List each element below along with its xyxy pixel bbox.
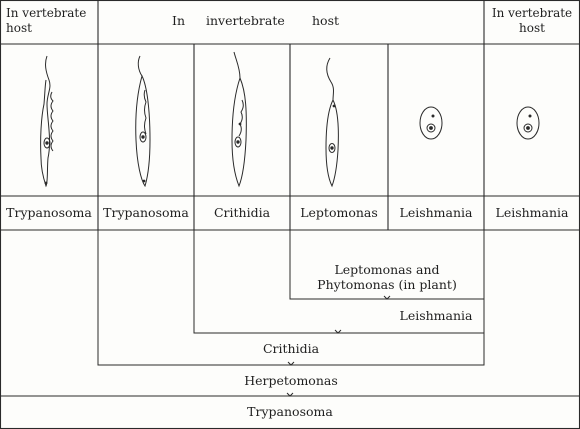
trypanosome-form-icon	[41, 56, 53, 186]
header-invertebrate: invertebrate	[206, 14, 285, 28]
crithidia-form-icon	[232, 52, 246, 186]
column-label: Trypanosoma	[0, 206, 98, 220]
column-label: Crithidia	[194, 206, 290, 220]
leptomonas-form-icon	[326, 58, 338, 186]
group-label-leptomonas-phytomonas: Leptomonas and Phytomonas (in plant)	[290, 262, 484, 292]
column-label: Leishmania	[388, 206, 484, 220]
group-label-crithidia: Crithidia	[194, 342, 388, 356]
column-label: Leptomonas	[290, 206, 388, 220]
leishmania-form-icon	[517, 107, 539, 139]
column-label: Trypanosoma	[98, 206, 194, 220]
group-label-herpetomonas: Herpetomonas	[98, 374, 484, 388]
trypanosome-form-icon	[136, 56, 150, 186]
header-host: host	[312, 14, 339, 28]
header-vertebrate-right: In vertebrate host	[486, 6, 578, 36]
leishmania-form-icon	[420, 107, 442, 139]
group-label-trypanosoma: Trypanosoma	[0, 405, 580, 419]
header-in: In	[172, 14, 185, 28]
header-vertebrate-left: In vertebrate host	[6, 6, 96, 36]
group-label-leishmania: Leishmania	[388, 309, 484, 323]
column-label: Leishmania	[484, 206, 580, 220]
